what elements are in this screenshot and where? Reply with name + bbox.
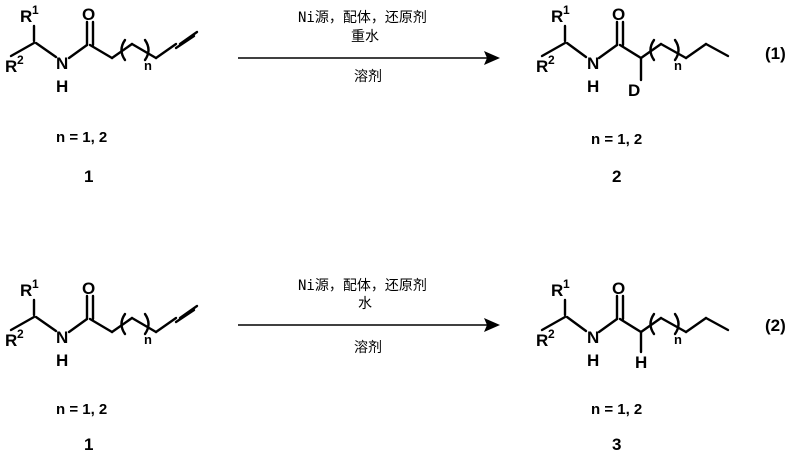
product-repeat-subscript-n: n — [674, 58, 682, 73]
deuterium-atom: D — [628, 81, 640, 100]
repeat-subscript-n: n — [144, 332, 152, 347]
product-compound-label: 3 — [612, 435, 621, 454]
reaction-1: R 1 R 2 N H O n n = 1, 2 1 Ni源，配体，还原剂 重水… — [5, 3, 786, 186]
conditions-water-source: 水 — [358, 296, 372, 312]
reactant-n-range: n = 1, 2 — [56, 129, 107, 146]
equation-number-2: (2) — [765, 316, 786, 335]
reactant-structure-1: R 1 R 2 N H O n — [5, 3, 199, 96]
product-structure-2: R 1 R 2 N H O n D — [536, 3, 730, 100]
product-r2-label: R — [536, 331, 548, 350]
nh-hydrogen-atom: H — [56, 351, 68, 370]
product-r1-label: R — [551, 7, 563, 26]
r2-label: R — [5, 331, 17, 350]
product-nitrogen-atom: N — [587, 54, 599, 73]
r1-label: R — [20, 281, 32, 300]
product-r2-superscript: 2 — [548, 327, 555, 341]
conditions-water-source: 重水 — [351, 29, 379, 45]
product-r1-superscript: 1 — [563, 277, 570, 291]
product-repeat-subscript-n: n — [674, 332, 682, 347]
carbonyl-oxygen-atom: O — [82, 5, 95, 24]
reactant-n-range: n = 1, 2 — [56, 401, 107, 418]
reactant-compound-label: 1 — [84, 435, 93, 454]
product-r2-superscript: 2 — [548, 53, 555, 67]
product-structure-3: R 1 R 2 N H O n H — [536, 277, 730, 372]
r2-superscript: 2 — [17, 327, 24, 341]
conditions-reagents: Ni源，配体，还原剂 — [298, 10, 427, 26]
reaction-2: R 1 R 2 N H O n n = 1, 2 1 Ni源，配体，还原剂 水 … — [5, 277, 786, 454]
r1-superscript: 1 — [32, 277, 39, 291]
carbonyl-oxygen-atom: O — [82, 279, 95, 298]
conditions-reagents: Ni源，配体，还原剂 — [298, 278, 427, 294]
product-carbonyl-oxygen-atom: O — [612, 5, 625, 24]
nh-hydrogen-atom: H — [56, 77, 68, 96]
r1-label: R — [20, 7, 32, 26]
conditions-solvent: 溶剂 — [354, 69, 382, 85]
product-nh-hydrogen-atom: H — [587, 351, 599, 370]
reactant-structure-1b: R 1 R 2 N H O n — [5, 277, 199, 370]
alpha-hydrogen-atom: H — [635, 353, 647, 372]
product-n-range: n = 1, 2 — [591, 401, 642, 418]
product-r2-label: R — [536, 57, 548, 76]
product-n-range: n = 1, 2 — [591, 131, 642, 148]
repeat-subscript-n: n — [144, 58, 152, 73]
equation-number-1: (1) — [765, 44, 786, 63]
conditions-solvent: 溶剂 — [354, 340, 382, 356]
reactant-compound-label: 1 — [84, 167, 93, 186]
nitrogen-atom: N — [56, 328, 68, 347]
product-r1-superscript: 1 — [563, 3, 570, 17]
product-r1-label: R — [551, 281, 563, 300]
product-carbonyl-oxygen-atom: O — [612, 279, 625, 298]
nitrogen-atom: N — [56, 54, 68, 73]
r2-superscript: 2 — [17, 53, 24, 67]
r2-label: R — [5, 57, 17, 76]
product-nitrogen-atom: N — [587, 328, 599, 347]
r1-superscript: 1 — [32, 3, 39, 17]
product-compound-label: 2 — [612, 167, 621, 186]
reaction-arrow-2 — [238, 318, 500, 332]
product-nh-hydrogen-atom: H — [587, 77, 599, 96]
reaction-arrow-1 — [238, 51, 500, 65]
